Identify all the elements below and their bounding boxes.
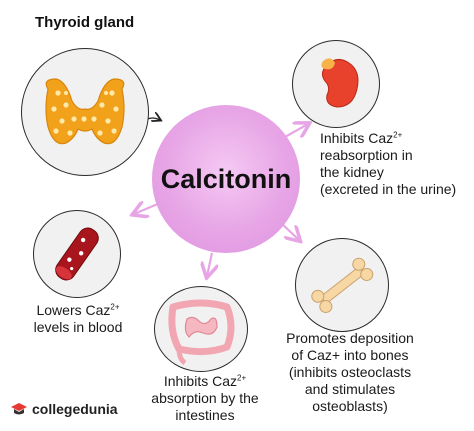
intestine-illustration bbox=[154, 286, 248, 372]
blood-vessel-icon bbox=[55, 227, 99, 281]
logo-text: collegedunia bbox=[32, 401, 118, 417]
arrow-to-kidney bbox=[284, 124, 308, 137]
thyroid-icon bbox=[45, 78, 125, 145]
calcitonin-label: Calcitonin bbox=[160, 163, 292, 194]
kidney-illustration bbox=[292, 40, 380, 128]
blood-vessel-illustration bbox=[33, 210, 121, 298]
kidney-effect-text: Inhibits Caz2+ reabsorption in the kidne… bbox=[320, 130, 457, 197]
intestine-icon bbox=[168, 299, 235, 366]
thyroid-illustration bbox=[21, 48, 149, 176]
bone-illustration bbox=[295, 238, 389, 332]
blood-effect-text: Lowers Caz2+ levels in blood bbox=[33, 302, 123, 335]
graduation-cap-icon bbox=[11, 403, 27, 415]
calcitonin-node: Calcitonin bbox=[152, 105, 300, 253]
collegedunia-logo: collegedunia bbox=[10, 400, 118, 418]
arrow-to-intestine bbox=[207, 252, 212, 276]
bone-effect-text: Promotes deposition of Caz+ into bones (… bbox=[286, 330, 414, 414]
intestine-effect-text: Inhibits Caz2+ absorption by the intesti… bbox=[151, 373, 259, 423]
thyroid-gland-title: Thyroid gland bbox=[35, 14, 135, 31]
bone-icon bbox=[311, 257, 374, 314]
kidney-icon bbox=[321, 58, 359, 108]
